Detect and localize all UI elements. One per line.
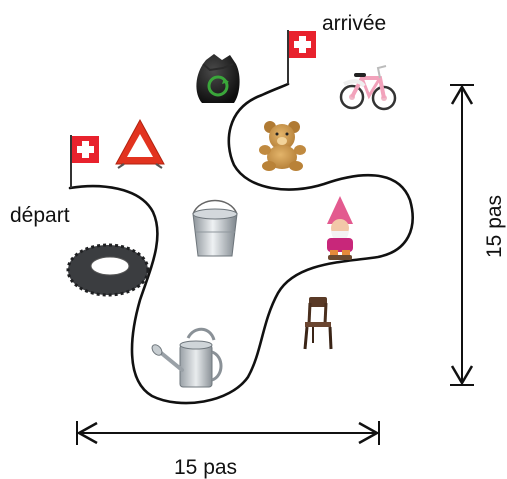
width-label: 15 pas bbox=[174, 456, 237, 479]
watering-can-icon bbox=[151, 327, 223, 388]
width-dimension-arrow bbox=[76, 421, 380, 445]
teddy-bear-icon bbox=[259, 121, 306, 171]
children-bicycle-icon bbox=[339, 65, 397, 111]
bucket-icon bbox=[192, 199, 238, 257]
swiss-flag-icon bbox=[70, 135, 99, 188]
start-label: départ bbox=[10, 204, 70, 227]
swiss-flag-icon bbox=[287, 30, 316, 84]
finish-label: arrivée bbox=[322, 12, 386, 35]
garbage-bag-icon bbox=[196, 54, 240, 103]
height-dimension-arrow bbox=[450, 84, 474, 386]
garden-gnome-icon bbox=[327, 196, 353, 260]
tire-icon bbox=[66, 243, 150, 297]
warning-triangle-icon bbox=[115, 118, 165, 169]
height-label: 15 pas bbox=[483, 195, 506, 258]
walking-path bbox=[68, 82, 414, 405]
chair-icon bbox=[303, 297, 333, 350]
